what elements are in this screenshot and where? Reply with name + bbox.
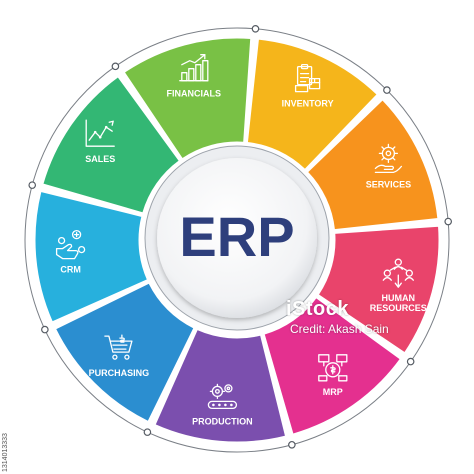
segment-inventory <box>246 38 378 171</box>
mrp-coins-icon <box>318 354 348 382</box>
ring-connector-dot <box>28 181 37 189</box>
ring-connector-dot <box>41 325 49 334</box>
shopping-cart-icon <box>104 334 133 360</box>
ring-connector-dot <box>444 217 452 226</box>
segment-services <box>306 99 439 231</box>
stock-id: 1314013333 <box>2 388 12 472</box>
segment-label-crm: CRM <box>60 265 81 275</box>
center-title: ERP <box>179 205 294 268</box>
ring-connector-dot <box>383 86 391 94</box>
services-gear-hand-icon <box>374 143 403 174</box>
people-network-icon <box>382 258 414 288</box>
segment-human-resources <box>317 225 440 354</box>
ring-connector-dot <box>406 357 415 366</box>
segment-label-sales: SALES <box>85 154 115 164</box>
conveyor-gears-icon <box>207 383 238 410</box>
segment-label-services: SERVICES <box>366 179 411 189</box>
financial-growth-icon <box>179 54 209 82</box>
segment-label-mrp: MRP <box>323 387 343 397</box>
segment-label-purchasing: PURCHASING <box>89 368 150 378</box>
segment-financials <box>123 37 252 160</box>
segment-label-human-resources: RESOURCES <box>370 303 427 313</box>
segment-label-production: PRODUCTION <box>192 416 253 426</box>
crm-handshake-icon <box>55 229 86 260</box>
watermark-logo: iStock <box>286 298 350 320</box>
segment-label-inventory: INVENTORY <box>282 99 334 109</box>
ring-connector-dot <box>288 440 296 449</box>
ring-connector-dot <box>111 62 120 71</box>
inventory-clipboard-icon <box>294 63 321 93</box>
segment-label-financials: FINANCIALS <box>167 89 222 99</box>
segment-production <box>154 328 287 443</box>
ring-connector-dot <box>251 25 260 33</box>
watermark-credit: Credit: Akash Sain <box>290 322 389 336</box>
segment-sales <box>42 76 180 214</box>
sales-chart-icon <box>85 119 115 147</box>
segment-crm <box>34 190 149 323</box>
segment-label-human-resources: HUMAN <box>382 293 416 303</box>
center-hub: ERP <box>144 145 330 331</box>
stock-id-text: 1314013333 <box>2 433 9 472</box>
outer-ring <box>24 27 450 453</box>
ring-connector-dot <box>143 428 152 436</box>
